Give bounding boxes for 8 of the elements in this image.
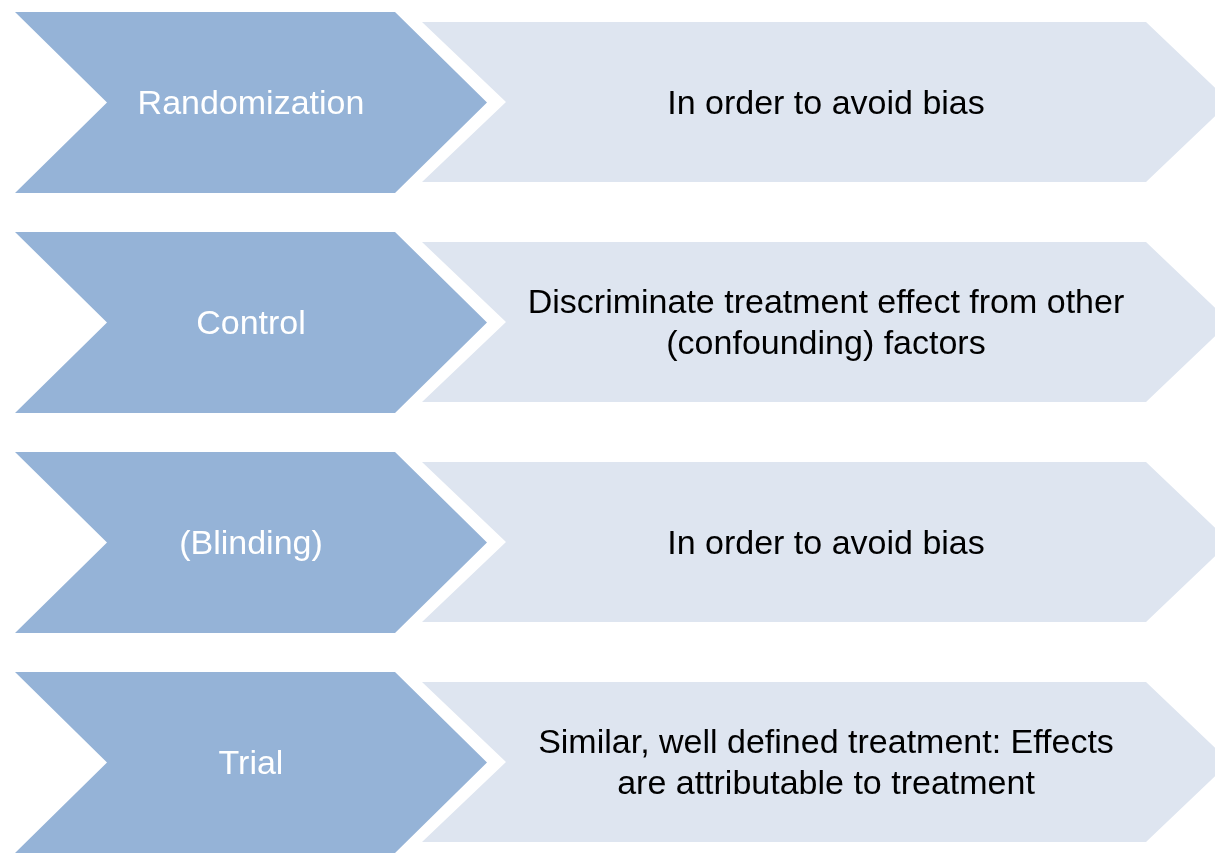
chevron-label: Discriminate treatment effect from other (confounding) factors — [526, 281, 1126, 363]
chevron-label: In order to avoid bias — [667, 521, 985, 563]
chevron-label: (Blinding) — [179, 522, 323, 563]
chevron-label: Similar, well defined treatment: Effects are attributable to treatment — [537, 721, 1115, 803]
chevron-label: Control — [196, 302, 306, 343]
chevron-label: Trial — [218, 742, 284, 783]
chevron-label: In order to avoid bias — [667, 81, 985, 123]
chevron-label: Randomization — [137, 82, 365, 123]
